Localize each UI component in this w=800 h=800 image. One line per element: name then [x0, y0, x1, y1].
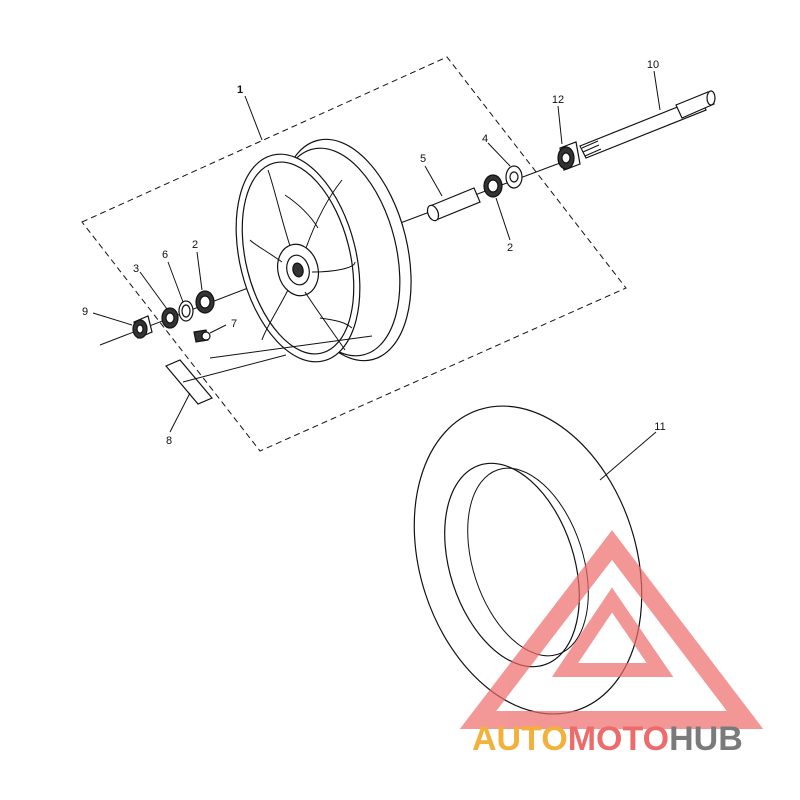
- leader-2a: [196, 251, 203, 291]
- assembly-boundary: [81, 56, 627, 452]
- callout-10: 10: [647, 59, 659, 71]
- callout-5: 5: [420, 153, 426, 165]
- leader-3: [139, 271, 168, 310]
- watermark-text-auto: AUTO: [472, 720, 568, 758]
- o-ring: [178, 300, 194, 322]
- leader-12: [557, 105, 563, 145]
- collar-left: [132, 315, 153, 339]
- leader-8: [169, 392, 191, 433]
- leader-11: [599, 431, 657, 481]
- leader-2b: [495, 197, 511, 241]
- axle-centerline-right: [394, 162, 561, 226]
- wheel-rim: [235, 138, 412, 363]
- leader-6: [167, 261, 184, 303]
- leader-5: [424, 165, 443, 197]
- spacer-tube: [426, 187, 481, 222]
- axle: [579, 90, 716, 159]
- watermark-logo: [459, 530, 764, 729]
- axle-collar: [557, 141, 581, 171]
- callout-9: 9: [82, 306, 88, 318]
- watermark-text: AUTOMOTOHUB: [472, 720, 743, 758]
- washer: [505, 165, 523, 189]
- leader-9: [92, 312, 133, 326]
- watermark-triangle-inner: [551, 587, 674, 677]
- watermark-text-hub: HUB: [669, 720, 743, 758]
- leader-4: [487, 142, 511, 167]
- leader-10: [653, 70, 661, 111]
- leader-7: [209, 324, 227, 334]
- callout-11: 11: [654, 421, 665, 433]
- callout-3: 3: [133, 263, 139, 275]
- balance-weight: [165, 354, 287, 405]
- callout-2a: 2: [192, 239, 198, 251]
- bearing-left: [195, 290, 215, 314]
- leader-1: [244, 95, 263, 141]
- valve-stem: [193, 329, 373, 359]
- watermark-text-moto: MOTO: [568, 720, 669, 758]
- bearing-right: [483, 174, 503, 198]
- callout-12: 12: [552, 94, 564, 106]
- callout-8: 8: [166, 435, 172, 447]
- callout-6: 6: [162, 249, 168, 261]
- callout-2b: 2: [507, 242, 513, 254]
- watermark-triangle-outer: [459, 530, 764, 729]
- callout-4: 4: [482, 133, 488, 145]
- callout-1: 1: [237, 84, 243, 96]
- oil-seal: [161, 307, 179, 329]
- callout-7: 7: [231, 318, 237, 330]
